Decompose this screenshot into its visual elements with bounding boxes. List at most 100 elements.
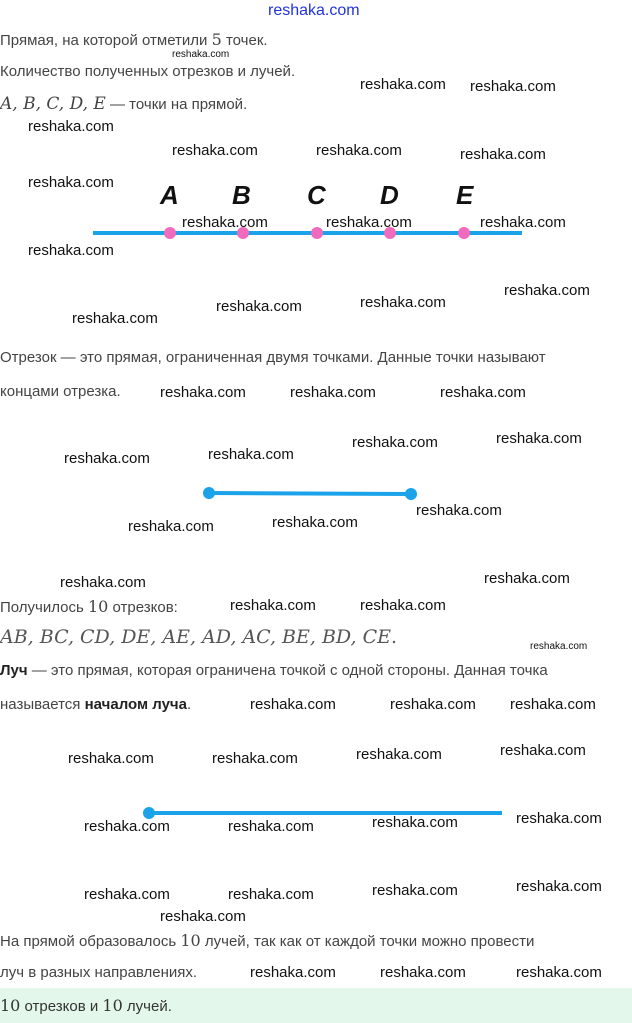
text: отрезков и bbox=[20, 998, 103, 1015]
watermark: reshaka.com bbox=[216, 298, 302, 315]
watermark: reshaka.com bbox=[84, 886, 170, 903]
watermark: reshaka.com bbox=[68, 750, 154, 767]
watermark: reshaka.com bbox=[390, 696, 476, 713]
number: 10 bbox=[0, 996, 21, 1015]
watermark: reshaka.com bbox=[72, 310, 158, 327]
segment-def-line-1: Отрезок — это прямая, ограниченная двумя… bbox=[0, 349, 546, 366]
watermark: reshaka.com bbox=[484, 570, 570, 587]
answer-text: 10 отрезков и 10 лучей. bbox=[0, 996, 172, 1015]
intro-line-2: Количество полученных отрезков и лучей. bbox=[0, 63, 296, 80]
watermark: reshaka.com bbox=[230, 597, 316, 614]
number: 10 bbox=[88, 597, 109, 616]
watermark: reshaka.com bbox=[160, 384, 246, 401]
watermark: reshaka.com bbox=[64, 450, 150, 467]
text: — это прямая, которая ограничена точкой … bbox=[27, 662, 548, 679]
watermark: reshaka.com bbox=[160, 908, 246, 925]
text: отрезков: bbox=[108, 599, 178, 616]
watermark: reshaka.com bbox=[182, 214, 268, 231]
text: Получилось bbox=[0, 599, 88, 616]
point-b bbox=[237, 227, 249, 239]
text: Прямая, на которой отметили bbox=[0, 32, 212, 49]
watermark: reshaka.com bbox=[496, 430, 582, 447]
text: называется bbox=[0, 696, 85, 713]
watermark: reshaka.com bbox=[416, 502, 502, 519]
text: точек. bbox=[221, 32, 268, 49]
watermark: reshaka.com bbox=[372, 882, 458, 899]
text: лучей. bbox=[122, 998, 172, 1015]
watermark: reshaka.com bbox=[128, 518, 214, 535]
site-header[interactable]: reshaka.com bbox=[268, 2, 360, 19]
watermark: reshaka.com bbox=[372, 814, 458, 831]
watermark: reshaka.com bbox=[272, 514, 358, 531]
watermark: reshaka.com bbox=[500, 742, 586, 759]
rays-line-2: луч в разных направлениях. bbox=[0, 964, 198, 981]
watermark: reshaka.com bbox=[228, 818, 314, 835]
segments-count: Получилось 10 отрезков: bbox=[0, 597, 178, 616]
segment-endpoint bbox=[203, 487, 215, 499]
watermark: reshaka.com bbox=[510, 696, 596, 713]
label-e: E bbox=[456, 180, 474, 210]
watermark: reshaka.com bbox=[290, 384, 376, 401]
watermark: reshaka.com bbox=[356, 746, 442, 763]
watermark: reshaka.com bbox=[172, 49, 230, 60]
term: началом луча bbox=[84, 696, 187, 713]
answer-box: 10 отрезков и 10 лучей. bbox=[0, 988, 632, 1023]
watermark: reshaka.com bbox=[28, 118, 114, 135]
watermark: reshaka.com bbox=[516, 878, 602, 895]
watermark: reshaka.com bbox=[250, 696, 336, 713]
watermark: reshaka.com bbox=[326, 214, 412, 231]
segment-endpoint bbox=[405, 488, 417, 500]
watermark: reshaka.com bbox=[352, 434, 438, 451]
watermark: reshaka.com bbox=[28, 242, 114, 259]
watermark: reshaka.com bbox=[360, 597, 446, 614]
label-b: B bbox=[232, 180, 251, 210]
watermark: reshaka.com bbox=[460, 146, 546, 163]
intro-line-3: A, B, C, D, E — точки на прямой. bbox=[0, 94, 247, 114]
segments-list: AB, BC, CD, DE, AE, AD, AC, BE, BD, CE. bbox=[0, 626, 398, 648]
segment-line bbox=[208, 491, 412, 496]
watermark: reshaka.com bbox=[516, 810, 602, 827]
math: A, B, C, D, E bbox=[0, 94, 106, 114]
label-a: A bbox=[160, 180, 179, 210]
watermark: reshaka.com bbox=[470, 78, 556, 95]
watermark: reshaka.com bbox=[380, 964, 466, 981]
watermark: reshaka.com bbox=[84, 818, 170, 835]
intro-line-1: Прямая, на которой отметили 5 точек. bbox=[0, 30, 268, 49]
term: Луч bbox=[0, 662, 28, 679]
line-diagram bbox=[93, 227, 522, 239]
label-d: D bbox=[380, 180, 399, 210]
watermark: reshaka.com bbox=[208, 446, 294, 463]
ray-def-line-2: называется началом луча. bbox=[0, 696, 191, 713]
watermark: reshaka.com bbox=[316, 142, 402, 159]
watermark: reshaka.com bbox=[212, 750, 298, 767]
watermark: reshaka.com bbox=[28, 174, 114, 191]
watermark: reshaka.com bbox=[360, 294, 446, 311]
watermark: reshaka.com bbox=[360, 76, 446, 93]
text: . bbox=[186, 696, 192, 713]
segment-def-line-2: концами отрезка. bbox=[0, 383, 121, 400]
point-e bbox=[458, 227, 470, 239]
watermark: reshaka.com bbox=[480, 214, 566, 231]
label-c: C bbox=[307, 180, 326, 210]
text: На прямой образовалось bbox=[0, 933, 181, 950]
segment-diagram bbox=[203, 487, 417, 500]
watermark: reshaka.com bbox=[530, 641, 588, 652]
ray-def-line-1: Луч — это прямая, которая ограничена точ… bbox=[0, 662, 548, 679]
watermark: reshaka.com bbox=[60, 574, 146, 591]
text: лучей, так как от каждой точки можно про… bbox=[200, 933, 535, 950]
watermark: reshaka.com bbox=[440, 384, 526, 401]
number: 5 bbox=[211, 30, 222, 49]
watermark: reshaka.com bbox=[516, 964, 602, 981]
watermark: reshaka.com bbox=[228, 886, 314, 903]
watermark: reshaka.com bbox=[172, 142, 258, 159]
text: — точки на прямой. bbox=[105, 96, 248, 113]
point-c bbox=[311, 227, 323, 239]
point-d bbox=[384, 227, 396, 239]
ray-origin bbox=[143, 807, 155, 819]
rays-line-1: На прямой образовалось 10 лучей, так как… bbox=[0, 931, 534, 950]
watermark: reshaka.com bbox=[250, 964, 336, 981]
ray-diagram bbox=[143, 807, 502, 819]
point-a bbox=[164, 227, 176, 239]
watermark: reshaka.com bbox=[504, 282, 590, 299]
number: 10 bbox=[180, 931, 201, 950]
